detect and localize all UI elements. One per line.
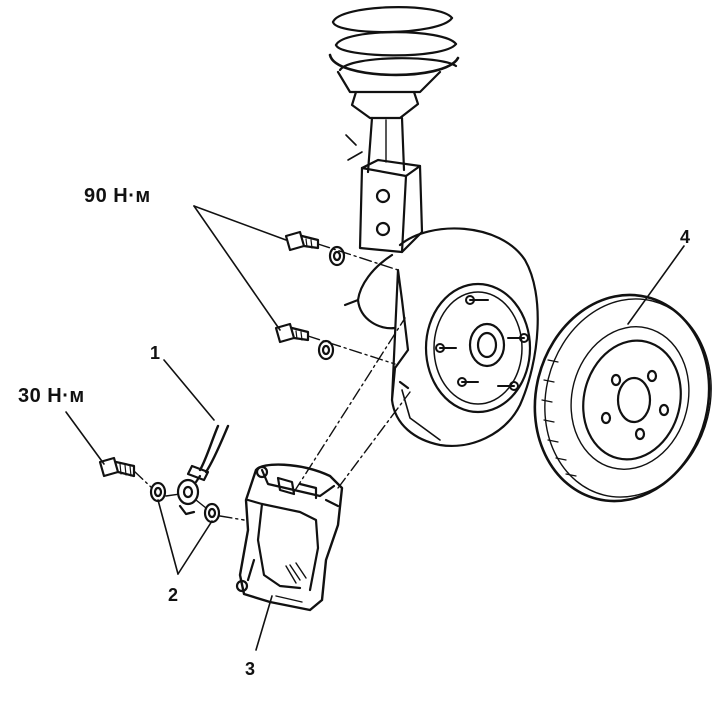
callout-3-caliper: 3: [245, 659, 256, 679]
brake-hose: [176, 424, 230, 516]
brake-caliper: [235, 463, 344, 612]
knuckle-hub: [343, 227, 539, 447]
callout-2-washers: 2: [168, 585, 179, 605]
leader-lines: [65, 205, 685, 651]
assembly-lines: [133, 243, 411, 521]
torque-label-union-bolt: 30 Н·м: [18, 385, 85, 407]
upper-mounting-bolts: [274, 230, 346, 361]
strut-assembly: [328, 6, 460, 254]
callout-4-brake-disc: 4: [680, 227, 691, 247]
torque-label-upper-bolts: 90 Н·м: [84, 185, 151, 207]
callout-1-brake-hose: 1: [150, 343, 161, 363]
brake-disc: [533, 293, 712, 503]
